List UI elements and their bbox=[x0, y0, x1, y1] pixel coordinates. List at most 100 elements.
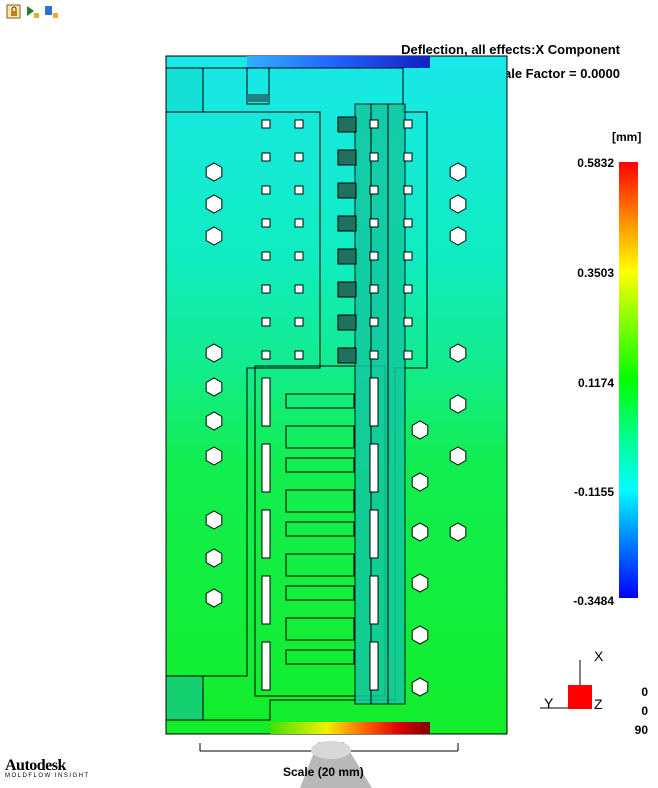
pocket bbox=[337, 314, 357, 331]
pocket bbox=[337, 281, 357, 298]
play-lock-icon[interactable] bbox=[25, 4, 40, 19]
rib bbox=[285, 393, 355, 409]
legend-colorbar bbox=[619, 162, 638, 598]
square-hole bbox=[294, 284, 304, 294]
hex-hole bbox=[449, 394, 467, 414]
slot bbox=[261, 443, 271, 493]
hex-hole bbox=[205, 548, 223, 568]
square-hole bbox=[261, 185, 271, 195]
rib bbox=[285, 489, 355, 513]
scale-label: Scale (20 mm) bbox=[283, 765, 364, 779]
square-hole bbox=[403, 185, 413, 195]
slot bbox=[369, 575, 379, 625]
square-hole bbox=[294, 218, 304, 228]
square-hole bbox=[369, 152, 379, 162]
rib bbox=[285, 617, 355, 641]
rotation-z: 90 bbox=[634, 723, 648, 737]
layers-lock-icon[interactable] bbox=[44, 4, 59, 19]
square-hole bbox=[261, 119, 271, 129]
square-hole bbox=[369, 218, 379, 228]
slots bbox=[261, 377, 379, 691]
scale-bar bbox=[199, 741, 459, 788]
hex-hole bbox=[205, 194, 223, 214]
pocket bbox=[337, 248, 357, 265]
rib bbox=[285, 521, 355, 537]
hex-hole bbox=[449, 194, 467, 214]
rotation-x: 0 bbox=[641, 685, 648, 699]
pocket bbox=[337, 149, 357, 166]
square-hole bbox=[403, 218, 413, 228]
rib bbox=[285, 649, 355, 665]
brand-product: MOLDFLOW INSIGHT bbox=[5, 773, 90, 779]
hex-hole bbox=[205, 411, 223, 431]
pocket bbox=[337, 215, 357, 232]
hex-hole bbox=[205, 446, 223, 466]
hex-hole bbox=[449, 522, 467, 542]
part-outline bbox=[165, 55, 508, 735]
square-hole bbox=[294, 251, 304, 261]
slot bbox=[369, 509, 379, 559]
slot bbox=[261, 575, 271, 625]
slot bbox=[369, 443, 379, 493]
square-hole bbox=[261, 317, 271, 327]
hex-hole bbox=[205, 588, 223, 608]
square-hole bbox=[369, 119, 379, 129]
square-hole bbox=[403, 284, 413, 294]
hex-hole bbox=[411, 420, 429, 440]
scale-factor: Scale Factor = 0.0000 bbox=[488, 66, 620, 81]
slot bbox=[369, 641, 379, 691]
hex-holes bbox=[205, 162, 467, 697]
hex-hole bbox=[411, 625, 429, 645]
square-hole bbox=[261, 350, 271, 360]
triad-z-label: Z bbox=[594, 696, 603, 712]
hex-hole bbox=[411, 677, 429, 697]
hex-hole bbox=[205, 162, 223, 182]
legend-unit: [mm] bbox=[612, 130, 642, 144]
rib bbox=[285, 553, 355, 577]
hex-hole bbox=[205, 377, 223, 397]
brand-name: Autodesk bbox=[5, 757, 66, 774]
triad-x-label: X bbox=[594, 648, 604, 664]
square-hole bbox=[403, 152, 413, 162]
square-hole bbox=[369, 350, 379, 360]
square-hole bbox=[261, 284, 271, 294]
hex-hole bbox=[411, 472, 429, 492]
slot bbox=[261, 377, 271, 427]
legend-label-3: 0.1174 bbox=[577, 376, 614, 390]
rib bbox=[285, 457, 355, 473]
hex-hole bbox=[205, 226, 223, 246]
square-hole bbox=[403, 251, 413, 261]
triad-y-label: Y bbox=[544, 695, 554, 711]
hex-hole bbox=[449, 162, 467, 182]
pocket bbox=[337, 347, 357, 364]
square-hole bbox=[294, 185, 304, 195]
square-hole bbox=[369, 284, 379, 294]
hex-hole bbox=[205, 510, 223, 530]
square-hole bbox=[369, 185, 379, 195]
slot bbox=[261, 641, 271, 691]
square-hole bbox=[261, 251, 271, 261]
pocket bbox=[337, 116, 357, 133]
slot bbox=[369, 377, 379, 427]
rib bbox=[285, 585, 355, 601]
square-hole bbox=[369, 317, 379, 327]
square-hole bbox=[294, 152, 304, 162]
square-hole bbox=[403, 317, 413, 327]
hex-hole bbox=[449, 226, 467, 246]
square-hole bbox=[403, 350, 413, 360]
hex-hole bbox=[449, 343, 467, 363]
pocket bbox=[337, 182, 357, 199]
toolbar bbox=[6, 4, 59, 19]
brand-logo: Autodesk MOLDFLOW INSIGHT bbox=[5, 757, 90, 779]
rotation-y: 0 bbox=[641, 704, 648, 718]
legend-label-4: -0.1155 bbox=[573, 485, 614, 499]
hex-hole bbox=[205, 343, 223, 363]
square-hole bbox=[294, 350, 304, 360]
lock-icon[interactable] bbox=[6, 4, 21, 19]
ribs bbox=[285, 393, 355, 665]
square-hole bbox=[403, 119, 413, 129]
legend-label-min: -0.3484 bbox=[573, 594, 614, 608]
square-hole bbox=[294, 119, 304, 129]
slot bbox=[261, 509, 271, 559]
